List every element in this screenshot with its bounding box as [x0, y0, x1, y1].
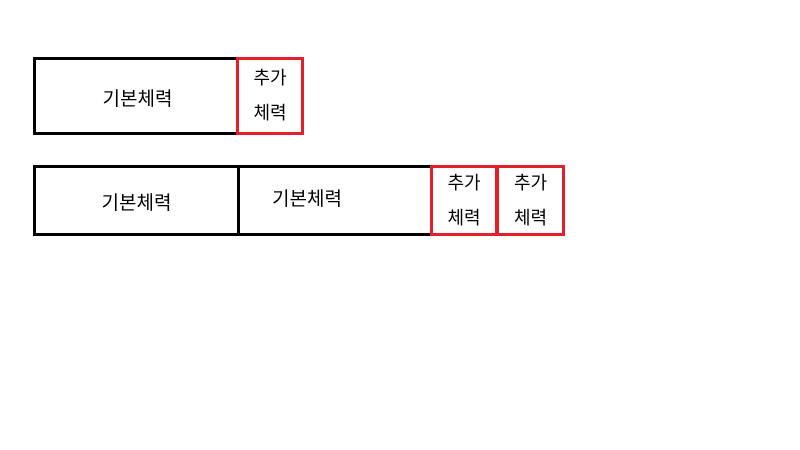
segment-label-line-1: 추가	[447, 172, 481, 194]
extra-health-segment: 추가 체력	[236, 57, 304, 135]
base-health-segment: 기본체력	[33, 165, 240, 236]
segment-label-line-1: 추가	[253, 68, 287, 89]
base-health-segment: 기본체력	[33, 57, 239, 135]
segment-label: 기본체력	[102, 87, 173, 110]
extra-health-segment: 추가 체력	[496, 165, 565, 236]
segment-label: 기본체력	[272, 188, 342, 210]
segment-label-line-2: 체력	[513, 207, 548, 229]
segment-label-line-1: 추가	[513, 172, 548, 194]
segment-label-line-2: 체력	[447, 207, 481, 229]
extra-health-segment: 추가 체력	[430, 165, 498, 236]
segment-label-line-2: 체력	[253, 103, 287, 124]
segment-label: 기본체력	[101, 192, 172, 214]
base-health-segment: 기본체력	[237, 165, 432, 236]
